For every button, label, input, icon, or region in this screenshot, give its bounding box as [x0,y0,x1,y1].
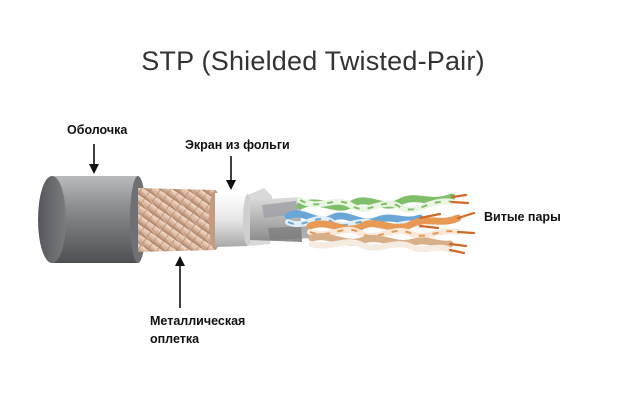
label-metal-braid-line2: оплетка [150,332,200,346]
label-jacket: Оболочка [67,123,128,137]
arrow-braid [175,256,185,308]
outer-jacket [38,176,146,263]
copper-conductors [418,193,476,255]
twisted-pairs [284,193,476,255]
arrow-jacket [89,144,99,174]
arrow-foil [226,156,236,190]
callout-arrows [89,144,236,308]
label-foil-shield: Экран из фольги [185,138,290,152]
diagram-title: STP (Shielded Twisted-Pair) [141,46,485,76]
label-metal-braid-line1: Металлическая [150,314,246,328]
label-twisted-pairs: Витые пары [484,210,561,224]
metal-braid [138,188,221,252]
label-metal-braid: Металлическая оплетка [150,312,245,348]
